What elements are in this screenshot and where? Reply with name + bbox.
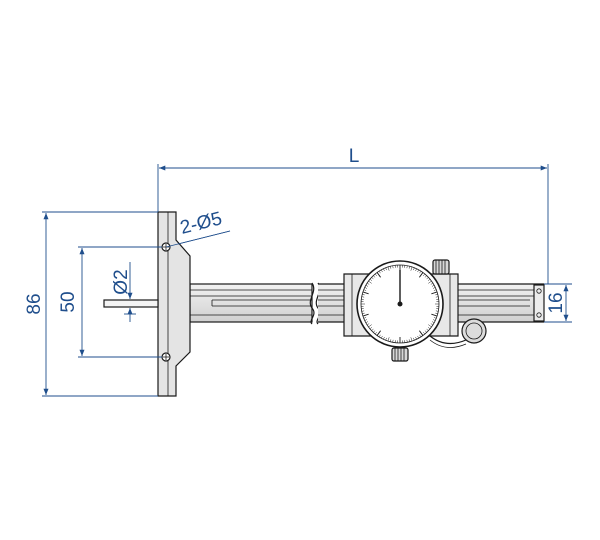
dial-tick [368,324,372,328]
dial-tick [387,337,390,342]
dial-tick [430,323,434,326]
dial-tick [365,284,369,287]
dial-tick [385,337,387,341]
dial-tick [373,275,376,278]
dial-tick [369,278,373,281]
bezel-knob-bottom [391,347,409,362]
dial-tick [364,287,368,289]
dial-tick [426,328,429,331]
dial-tick [365,321,369,324]
dial-tick [428,324,432,328]
dial-ticks [361,265,439,343]
dial-tick [432,319,436,321]
dial-tick [374,273,377,277]
depth-gauge-body [103,211,545,397]
dial-tick [415,336,417,340]
rod-diameter-label: Ø2 [111,269,132,294]
dial-tick [383,336,385,340]
dial-tick [432,287,436,289]
dial-tick [413,267,415,271]
dial-tick [378,270,381,274]
dial-tick [428,280,432,284]
dial-tick [419,330,424,336]
dial-tick [413,337,415,341]
dial-tick [431,284,435,287]
dial-tick [408,266,410,269]
lock-knob-top [432,259,450,275]
dial-tick [387,266,390,271]
dial-tick [410,266,413,271]
dial-tick [366,323,370,326]
beam-height-label: 16 [546,292,567,313]
dimension-overall-height: 86 [24,211,158,397]
thumb-roller-icon [461,318,487,344]
dial-tick [431,291,438,295]
length-label: L [349,146,360,167]
dimension-length: L [157,146,549,284]
dial-tick [362,312,365,314]
dial-tick [366,282,370,285]
dial-tick [362,294,365,296]
dial-tick [390,339,392,342]
dial-tick [433,317,437,319]
dial-tick [362,291,369,295]
dial-tick [419,272,424,278]
dimension-beam-height: 16 [544,283,572,323]
dial-tick [427,278,431,281]
dial-tick [431,313,438,317]
dial-tick [383,268,385,272]
dial-tick [373,330,376,333]
dial-tick [363,317,367,319]
base-plate [157,211,191,397]
dial-tick [423,273,426,277]
dial-tick [431,321,435,324]
dimension-rod-diameter: Ø2 [111,262,136,322]
dial-tick [424,330,427,333]
dial-tick [423,331,426,335]
dial-tick [426,277,429,280]
dial-tick [368,280,372,284]
dimension-hole-spacing: 50 [58,246,162,358]
depth-rod [103,299,159,308]
dial-tick [374,331,377,335]
dial-tick [433,289,437,291]
dial-tick [415,268,417,272]
dial-tick [362,313,369,317]
dial-tick [376,330,381,336]
dial-tick [419,334,422,338]
dial-tick [371,328,374,331]
dial-tick [430,282,434,285]
dial-tick [376,272,381,278]
dial-gauge-icon [356,260,444,348]
dial-tick [385,267,387,271]
dial-tick [369,327,373,330]
hole-spacing-label: 50 [58,291,79,312]
dial-tick [364,319,368,321]
dial-tick [410,337,413,342]
dial-tick [380,269,383,273]
dial-tick [435,294,438,296]
dimension-annotations: L 2-Ø5 86 50 Ø2 [24,146,572,397]
dial-tick [417,269,420,273]
dial-tick [380,335,383,339]
dial-tick [435,312,438,314]
dial-tick [390,266,392,269]
dial-tick [378,334,381,338]
dial-tick [371,277,374,280]
dial-tick [363,289,367,291]
dial-tick [419,270,422,274]
overall-height-label: 86 [24,293,45,314]
dial-tick [408,339,410,342]
dial-tick [417,335,420,339]
dial-tick [427,327,431,330]
dial-tick [424,275,427,278]
beam-left [189,283,313,323]
